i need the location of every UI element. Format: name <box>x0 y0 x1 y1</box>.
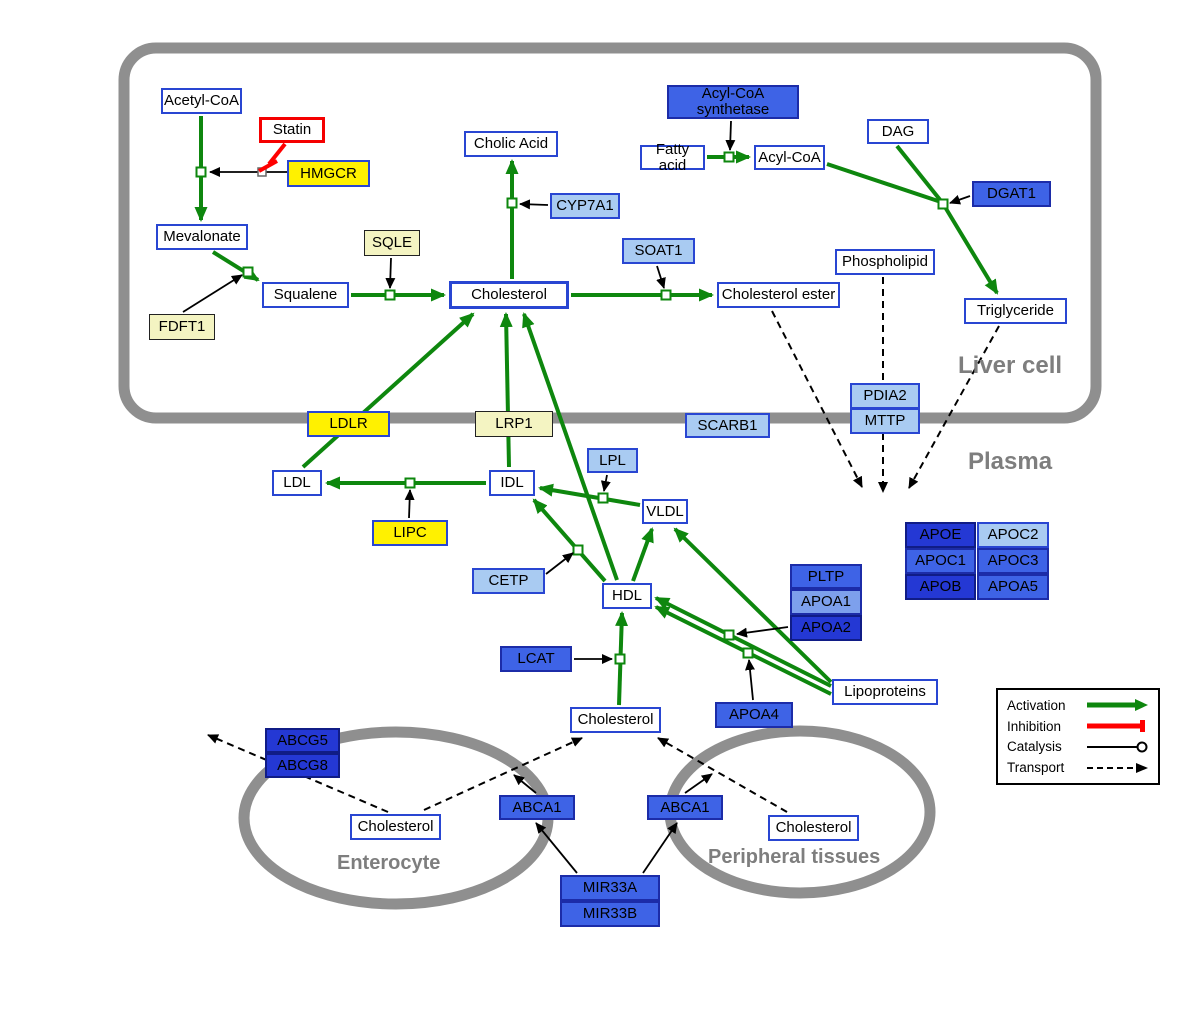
edge-cholesterol-hdl <box>615 611 629 706</box>
node-vldl[interactable]: VLDL <box>642 499 688 524</box>
node-squalene[interactable]: Squalene <box>262 282 349 308</box>
cat-dgat1 <box>949 194 971 205</box>
cat-fdft1 <box>182 274 243 313</box>
cat-apoa-group <box>736 626 789 638</box>
gene-apoa4[interactable]: APOA4 <box>715 702 793 728</box>
gene-fdft1[interactable]: FDFT1 <box>149 314 215 340</box>
gene-pltp[interactable]: PLTP <box>790 564 862 589</box>
cat-lipc <box>404 489 415 519</box>
gene-abca1-enterocyte[interactable]: ABCA1 <box>499 795 575 820</box>
legend-transport-label: Transport <box>1007 760 1065 776</box>
cat-abca1-left-transport <box>513 774 537 794</box>
legend-row-transport: Transport <box>1007 760 1149 775</box>
node-acetyl-coa[interactable]: Acetyl-CoA <box>161 88 242 114</box>
node-acyl-coa[interactable]: Acyl-CoA <box>754 145 825 170</box>
gene-lpl[interactable]: LPL <box>587 448 638 473</box>
catalysis-marker-square <box>257 167 267 177</box>
gene-abcg5[interactable]: ABCG5 <box>265 728 340 753</box>
legend-row-activation: Activation <box>1007 698 1149 713</box>
edge-vldl-idl <box>538 483 641 507</box>
node-cholic-acid[interactable]: Cholic Acid <box>464 131 558 157</box>
gene-sqle[interactable]: SQLE <box>364 230 420 256</box>
gene-hmgcr[interactable]: HMGCR <box>287 160 370 187</box>
gene-abca1-peripheral[interactable]: ABCA1 <box>647 795 723 820</box>
node-hdl[interactable]: HDL <box>602 583 652 609</box>
gene-apoa2[interactable]: APOA2 <box>790 615 862 641</box>
gene-cetp[interactable]: CETP <box>472 568 545 594</box>
cat-apoa4 <box>745 659 755 701</box>
gene-cyp7a1[interactable]: CYP7A1 <box>550 193 620 219</box>
edge-acylcoa-dgat-node <box>826 162 942 204</box>
cat-abca1-right-transport <box>684 773 713 794</box>
gene-apoc2[interactable]: APOC2 <box>977 522 1049 548</box>
node-lipoproteins[interactable]: Lipoproteins <box>832 679 938 705</box>
enterocyte-label: Enterocyte <box>337 852 441 874</box>
edge-hdl-vldl <box>631 527 654 582</box>
legend: Activation Inhibition Catalysis Transpor… <box>996 688 1160 785</box>
edge-dgat-node-triglyceride <box>943 205 999 295</box>
gene-acyl-coa-synthetase[interactable]: Acyl-CoA synthetase <box>667 85 799 119</box>
transport-dashed-arrow-icon <box>1087 762 1148 773</box>
node-cholesterol-enterocyte[interactable]: Cholesterol <box>350 814 441 840</box>
reg-mir33-abca1-left <box>535 822 578 874</box>
gene-lrp1[interactable]: LRP1 <box>475 411 553 437</box>
catalysis-circle-icon <box>1087 741 1148 753</box>
gene-mir33a[interactable]: MIR33A <box>560 875 660 901</box>
edge-dag-dgat-node <box>895 144 943 203</box>
gene-lipc[interactable]: LIPC <box>372 520 448 546</box>
cat-lpl <box>600 474 611 492</box>
gene-apoe[interactable]: APOE <box>905 522 976 548</box>
node-ldl[interactable]: LDL <box>272 470 322 496</box>
edge-ldl-ldlr-cholesterol <box>301 312 475 469</box>
edge-hdl-cholesterol <box>522 312 619 581</box>
gene-soat1[interactable]: SOAT1 <box>622 238 695 264</box>
cat-acylcoa-synthetase <box>725 120 736 151</box>
peripheral-tissues-label: Peripheral tissues <box>708 846 881 868</box>
cat-cyp7a1 <box>519 199 549 210</box>
node-triglyceride[interactable]: Triglyceride <box>964 298 1067 324</box>
gene-pdia2[interactable]: PDIA2 <box>850 383 920 409</box>
legend-row-inhibition: Inhibition <box>1007 719 1149 734</box>
cat-sqle <box>385 257 396 289</box>
gene-apoa1[interactable]: APOA1 <box>790 589 862 615</box>
node-fatty-acid[interactable]: Fatty acid <box>640 141 705 173</box>
inhibition-edge <box>258 142 287 173</box>
gene-ldlr[interactable]: LDLR <box>307 411 390 437</box>
gene-lcat[interactable]: LCAT <box>500 646 572 672</box>
gene-abcg8[interactable]: ABCG8 <box>265 753 340 778</box>
gene-mttp[interactable]: MTTP <box>850 408 920 434</box>
node-mevalonate[interactable]: Mevalonate <box>156 224 248 250</box>
gene-apoc1[interactable]: APOC1 <box>905 548 976 574</box>
liver-cell-membrane <box>118 42 1102 424</box>
legend-row-catalysis: Catalysis <box>1007 739 1149 754</box>
gene-dgat1[interactable]: DGAT1 <box>972 181 1051 207</box>
gene-apoc3[interactable]: APOC3 <box>977 548 1049 574</box>
reg-mir33-abca1-right <box>642 822 678 874</box>
edge-idl-lrp1-cholesterol <box>499 312 513 468</box>
gene-apoa5[interactable]: APOA5 <box>977 574 1049 600</box>
edge-mevalonate-squalene <box>211 250 260 282</box>
node-dag[interactable]: DAG <box>867 119 929 144</box>
node-idl[interactable]: IDL <box>489 470 535 496</box>
legend-activation-label: Activation <box>1007 697 1066 713</box>
node-cholesterol-plasma[interactable]: Cholesterol <box>570 707 661 733</box>
legend-catalysis-label: Catalysis <box>1007 739 1062 755</box>
legend-inhibition-label: Inhibition <box>1007 718 1062 734</box>
gene-scarb1[interactable]: SCARB1 <box>685 413 770 438</box>
cat-cetp <box>545 552 574 575</box>
drug-statin[interactable]: Statin <box>259 117 325 143</box>
cat-soat1 <box>656 265 666 289</box>
liver-cell-label: Liver cell <box>958 352 1063 379</box>
inhibition-bar-icon <box>1087 720 1145 733</box>
node-phospholipid[interactable]: Phospholipid <box>835 249 935 275</box>
gene-apob[interactable]: APOB <box>905 574 976 600</box>
node-cholesterol-peripheral[interactable]: Cholesterol <box>768 815 859 841</box>
node-cholesterol-ester[interactable]: Cholesterol ester <box>717 282 840 308</box>
plasma-label: Plasma <box>968 448 1053 475</box>
tr-cholesterolester-plasma <box>771 310 863 488</box>
activation-arrow-icon <box>1087 699 1148 712</box>
gene-mir33b[interactable]: MIR33B <box>560 901 660 927</box>
node-cholesterol-liver[interactable]: Cholesterol <box>449 281 569 309</box>
